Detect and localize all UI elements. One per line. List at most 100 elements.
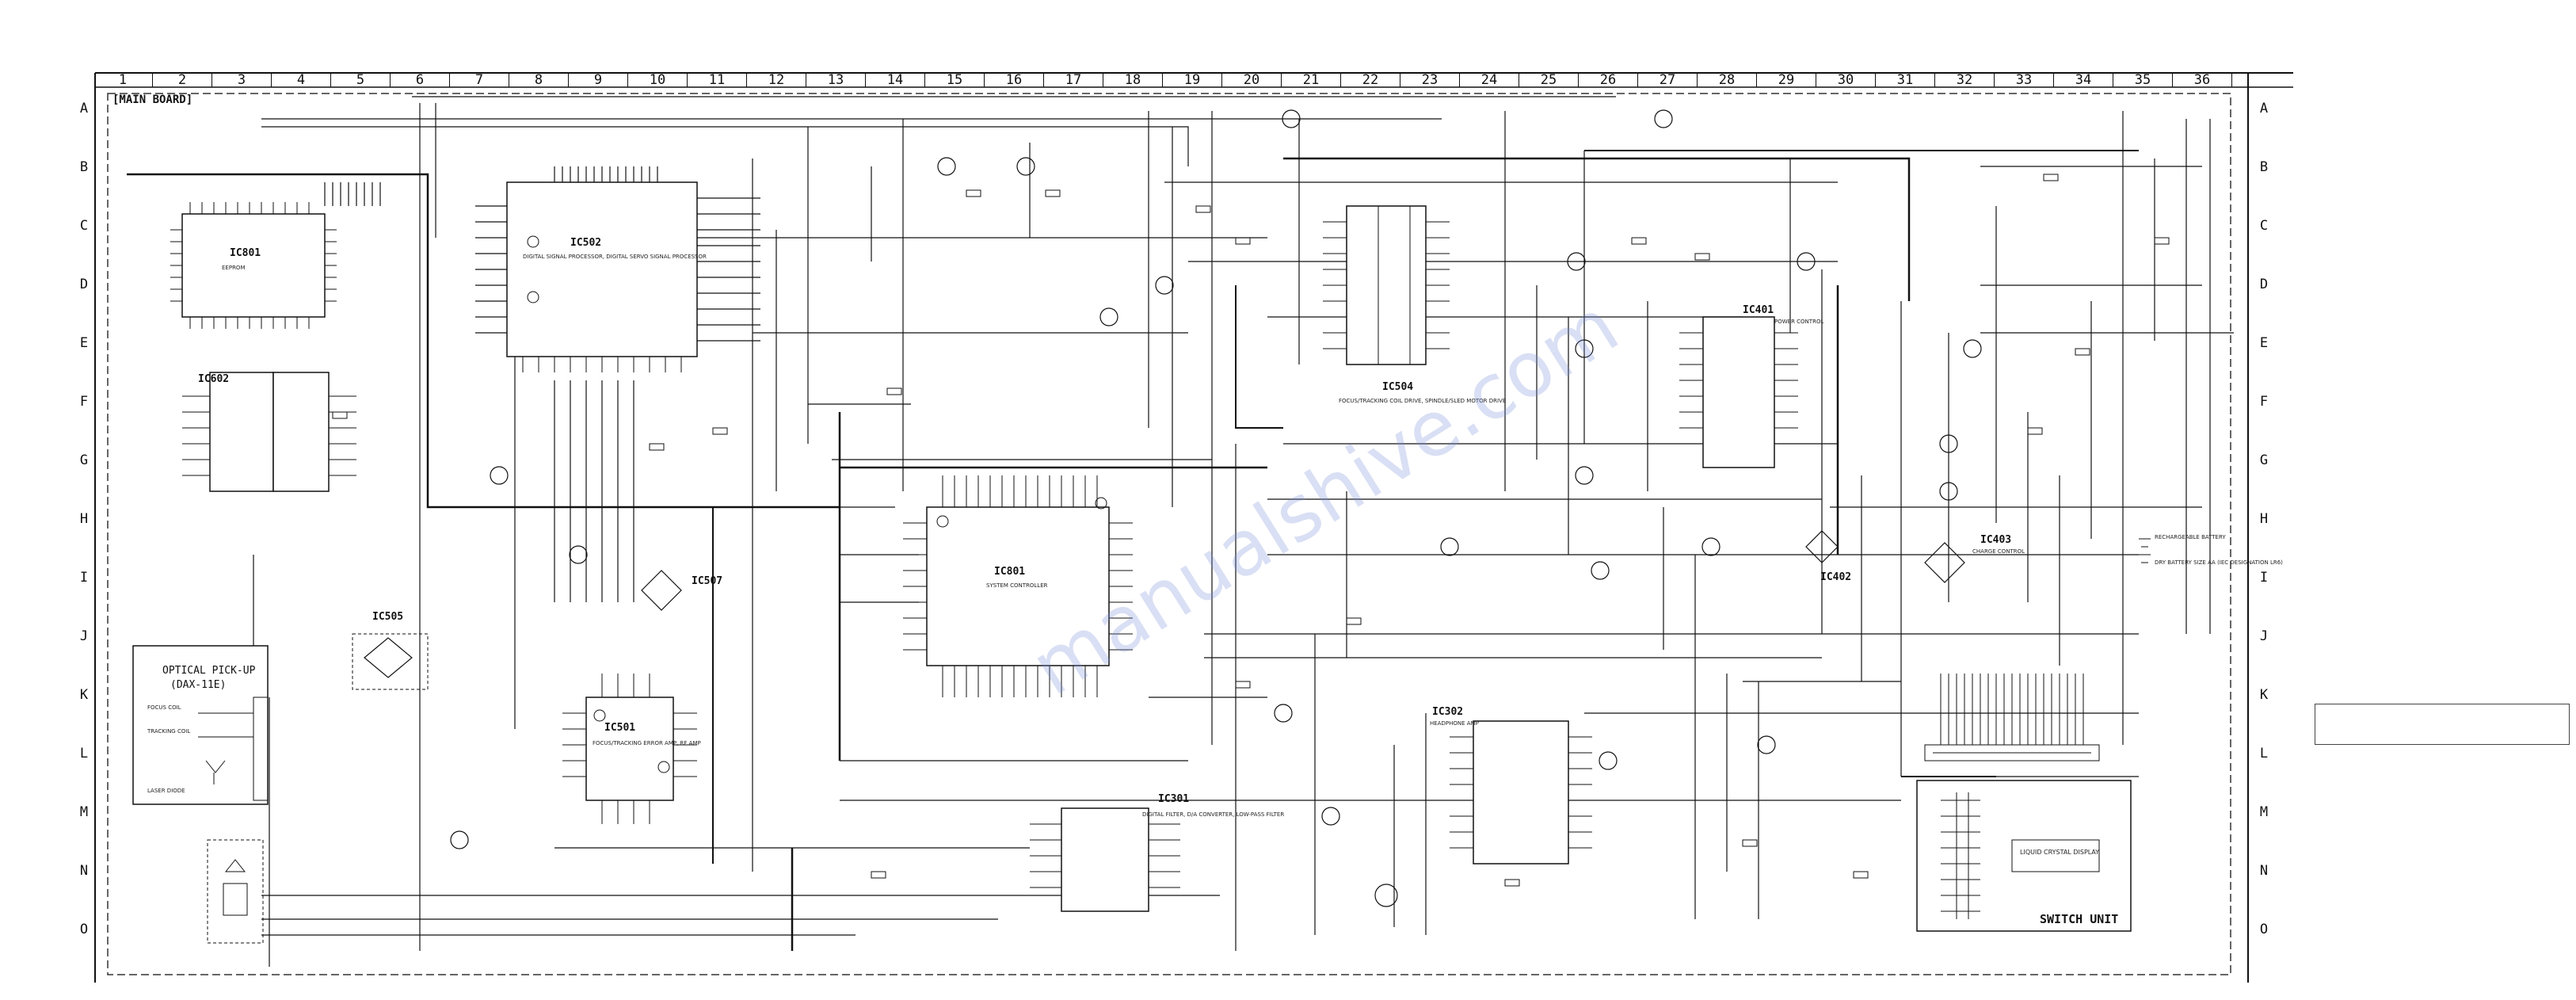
tracking-coil-label: TRACKING COIL xyxy=(147,728,190,735)
column-number: 28 xyxy=(1719,72,1735,88)
ic801-label: IC801 xyxy=(230,247,261,259)
column-number: 5 xyxy=(356,72,364,88)
row-letter-left: E xyxy=(80,335,88,351)
ic401-power: IC401 POWER CONTROL xyxy=(1679,304,1823,468)
column-number: 13 xyxy=(828,72,844,88)
battery: RECHARGEABLE BATTERY DRY BATTERY SIZE AA… xyxy=(2139,534,2283,566)
row-letter-right: M xyxy=(2260,804,2268,820)
column-number: 34 xyxy=(2075,72,2091,88)
watermark: manualshive.com xyxy=(1016,281,1633,713)
column-number: 12 xyxy=(768,72,784,88)
row-letter-right: O xyxy=(2260,922,2268,937)
row-letter-right: D xyxy=(2260,277,2268,292)
row-letter-left: D xyxy=(80,277,88,292)
column-number: 4 xyxy=(297,72,305,88)
ic403-label: IC403 xyxy=(1980,534,2011,546)
row-letter-left: C xyxy=(80,218,88,234)
column-number: 15 xyxy=(947,72,962,88)
switch-unit: LIQUID CRYSTAL DISPLAY SWITCH UNIT xyxy=(1916,780,2132,932)
row-letter-left: B xyxy=(80,159,88,175)
ic801-eeprom: IC801 EEPROM xyxy=(170,202,337,329)
column-number: 9 xyxy=(594,72,602,88)
ic507: IC507 xyxy=(641,570,722,611)
row-letter-right: K xyxy=(2260,687,2269,703)
column-number: 26 xyxy=(1600,72,1616,88)
ic302-label: IC302 xyxy=(1432,706,1463,718)
column-number: 23 xyxy=(1422,72,1438,88)
ic505-label: IC505 xyxy=(372,611,403,623)
lcd-label: LIQUID CRYSTAL DISPLAY xyxy=(2020,849,2099,856)
column-number: 24 xyxy=(1481,72,1497,88)
row-letter-right: J xyxy=(2260,628,2268,644)
pickup-title: OPTICAL PICK-UP xyxy=(162,665,256,677)
row-letter-right: A xyxy=(2260,101,2268,116)
ic301-dac: IC301 DIGITAL FILTER, D/A CONVERTER, LOW… xyxy=(1030,793,1284,912)
switch-unit-title: SWITCH UNIT xyxy=(2040,912,2118,926)
column-number: 22 xyxy=(1362,72,1378,88)
wiring xyxy=(127,96,2234,967)
frame xyxy=(94,72,2293,983)
ic401-label: IC401 xyxy=(1743,304,1774,316)
column-number: 31 xyxy=(1897,72,1913,88)
row-letter-left: J xyxy=(80,628,88,644)
column-number: 30 xyxy=(1838,72,1854,88)
ic602-label: IC602 xyxy=(198,373,229,385)
row-letter-right: E xyxy=(2260,335,2268,351)
pickup-model: (DAX-11E) xyxy=(170,679,226,691)
battery-title: RECHARGEABLE BATTERY xyxy=(2155,534,2226,540)
row-letter-left: N xyxy=(80,863,88,879)
column-number: 16 xyxy=(1006,72,1022,88)
row-letter-right: B xyxy=(2260,159,2268,175)
column-number: 36 xyxy=(2194,72,2210,88)
column-number: 25 xyxy=(1541,72,1557,88)
column-number: 29 xyxy=(1778,72,1794,88)
column-number: 11 xyxy=(709,72,725,88)
column-number: 2 xyxy=(178,72,186,88)
focus-coil-label: FOCUS COIL xyxy=(147,704,181,711)
row-letter-left: G xyxy=(80,452,88,468)
column-number: 32 xyxy=(1957,72,1972,88)
column-number: 1 xyxy=(119,72,127,88)
ic502-desc: DIGITAL SIGNAL PROCESSOR, DIGITAL SERVO … xyxy=(523,254,707,260)
board-title: [MAIN BOARD] xyxy=(112,94,192,106)
ic501-rf-amp: IC501 FOCUS/TRACKING ERROR AMP, RF AMP xyxy=(562,674,701,824)
side-blank-box xyxy=(2315,704,2570,745)
ic504-desc: FOCUS/TRACKING COIL DRIVE, SPINDLE/SLED … xyxy=(1339,398,1506,404)
row-letter-left: I xyxy=(80,570,88,586)
ic402: IC402 xyxy=(1805,530,1851,583)
column-number: 35 xyxy=(2135,72,2151,88)
line-out-jack xyxy=(207,839,264,944)
row-letter-left: K xyxy=(80,687,89,703)
column-number: 17 xyxy=(1065,72,1081,88)
column-number: 6 xyxy=(416,72,424,88)
column-number: 21 xyxy=(1303,72,1319,88)
column-number: 19 xyxy=(1184,72,1200,88)
ic302-headphone-amp: IC302 HEADPHONE AMP xyxy=(1430,706,1592,865)
ic504-driver: IC504 FOCUS/TRACKING COIL DRIVE, SPINDLE… xyxy=(1323,205,1506,404)
ic501-desc: FOCUS/TRACKING ERROR AMP, RF AMP xyxy=(593,740,701,746)
laser-diode-label: LASER DIODE xyxy=(147,788,185,794)
column-number: 20 xyxy=(1244,72,1259,88)
column-number: 8 xyxy=(535,72,543,88)
row-letter-left: H xyxy=(80,511,88,527)
column-number: 7 xyxy=(475,72,483,88)
column-number: 3 xyxy=(238,72,246,88)
row-letter-right: I xyxy=(2260,570,2268,586)
ic403-charge: IC403 CHARGE CONTROL xyxy=(1924,534,2025,583)
row-letter-right: N xyxy=(2260,863,2268,879)
row-letter-left: F xyxy=(80,394,88,410)
ic801-desc: EEPROM xyxy=(222,265,245,271)
ic505: IC505 xyxy=(352,611,429,690)
ic301-label: IC301 xyxy=(1158,793,1189,805)
row-letter-right: F xyxy=(2260,394,2268,410)
ic504-label: IC504 xyxy=(1382,381,1413,393)
row-letter-right: H xyxy=(2260,511,2268,527)
ic403-desc: CHARGE CONTROL xyxy=(1972,548,2025,555)
ic801-system-controller: IC801 SYSTEM CONTROLLER xyxy=(903,475,1133,697)
ic502-label: IC502 xyxy=(570,237,601,249)
row-letter-right: C xyxy=(2260,218,2268,234)
ic502-dsp: IC502 DIGITAL SIGNAL PROCESSOR, DIGITAL … xyxy=(506,181,707,372)
